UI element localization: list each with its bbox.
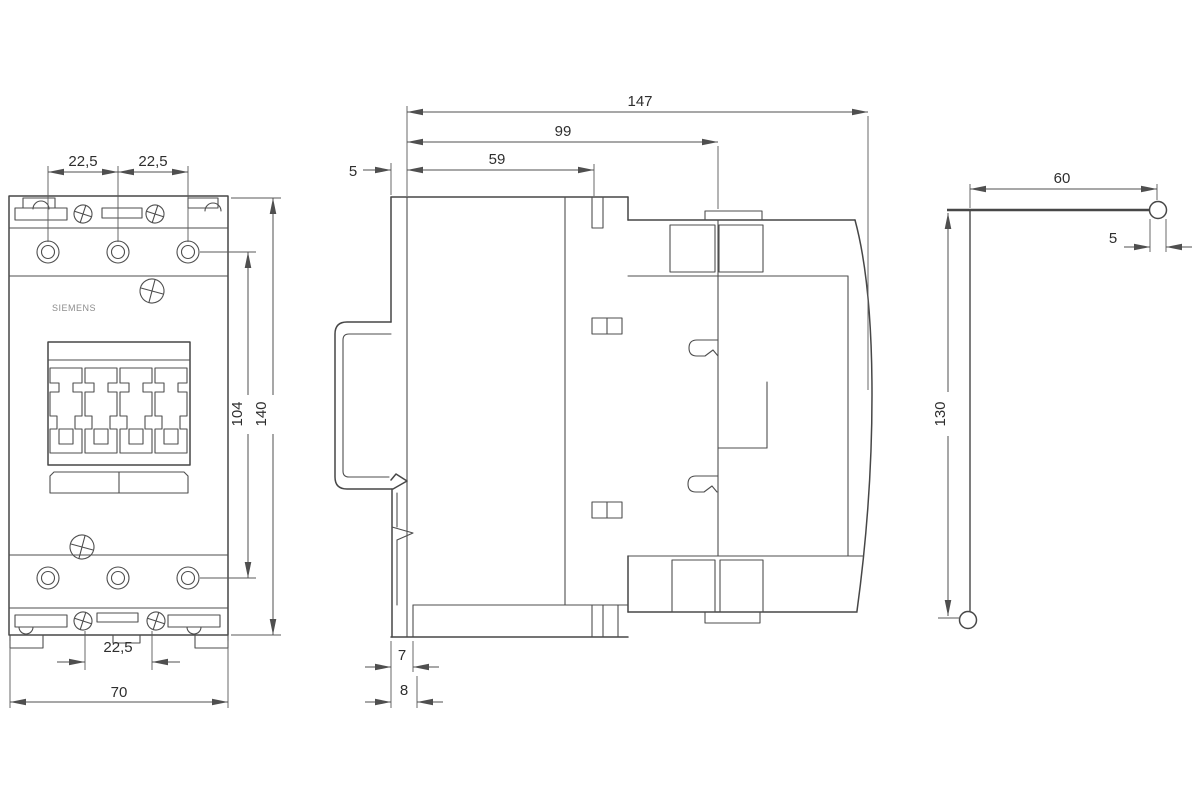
curved-front-face xyxy=(854,219,873,612)
label-plate xyxy=(49,471,189,494)
dim-rail-lip-outer: 8 xyxy=(400,682,408,699)
dim-arm-length: 60 xyxy=(1054,170,1071,187)
dim-width: 70 xyxy=(111,684,128,701)
dim-arm-height: 130 xyxy=(932,401,949,426)
coil-bottom-tab xyxy=(704,611,761,624)
front-top-strip xyxy=(14,197,222,224)
mounting-screw-bottom xyxy=(69,534,95,560)
phillips-screw xyxy=(145,204,165,224)
lever-end-ball xyxy=(958,610,978,630)
dim-rail-lip-inner: 7 xyxy=(398,647,406,664)
clip-bump-right xyxy=(186,626,202,635)
dim-front-depth: 59 xyxy=(489,151,506,168)
front-bottom-strip xyxy=(9,611,229,649)
phillips-screw xyxy=(73,204,93,224)
side-bottom-band xyxy=(390,604,629,638)
side-dimensions: 147 99 5 59 7 8 xyxy=(349,93,869,708)
dim-pitch-top-left: 22,5 xyxy=(68,153,97,170)
dim-total-depth: 147 xyxy=(627,93,652,110)
dim-pitch-top-right: 22,5 xyxy=(138,153,167,170)
phillips-screw xyxy=(73,611,93,631)
side-view: 147 99 5 59 7 8 xyxy=(334,93,873,708)
contact-window xyxy=(47,341,191,494)
dim-height: 140 xyxy=(253,401,270,426)
latch-hook-upper xyxy=(688,339,719,357)
clip-latch-tooth xyxy=(391,526,414,541)
side-body-outline xyxy=(390,196,873,638)
dim-mount-span: 104 xyxy=(229,401,246,426)
dim-pitch-bottom: 22,5 xyxy=(103,639,132,656)
front-horizontal-bands xyxy=(8,227,229,609)
clip-bump-left xyxy=(32,200,50,210)
lever-dimensions: 60 5 130 xyxy=(932,170,1192,619)
dim-clip-offset: 5 xyxy=(349,163,357,180)
front-view: SIEMENS xyxy=(8,153,281,708)
dim-pin-diameter: 5 xyxy=(1109,230,1117,247)
latch-hook-lower xyxy=(687,475,719,493)
front-top-terminals xyxy=(36,240,200,264)
brand-label: SIEMENS xyxy=(52,303,96,313)
dim-coil-depth: 99 xyxy=(555,123,572,140)
contact-plungers xyxy=(49,367,188,454)
phillips-screw xyxy=(146,611,166,631)
din-rail-clip xyxy=(334,321,414,638)
front-dimensions: 22,5 22,5 104 140 22,5 xyxy=(9,153,281,708)
lever-view: 60 5 130 xyxy=(932,170,1192,630)
lever-pin xyxy=(1148,200,1168,220)
front-bottom-terminals xyxy=(36,566,200,590)
clip-bump-left xyxy=(18,626,34,635)
coil-top-tab xyxy=(704,210,763,221)
clip-bump-right xyxy=(204,202,222,212)
mounting-screw-top xyxy=(139,278,165,304)
